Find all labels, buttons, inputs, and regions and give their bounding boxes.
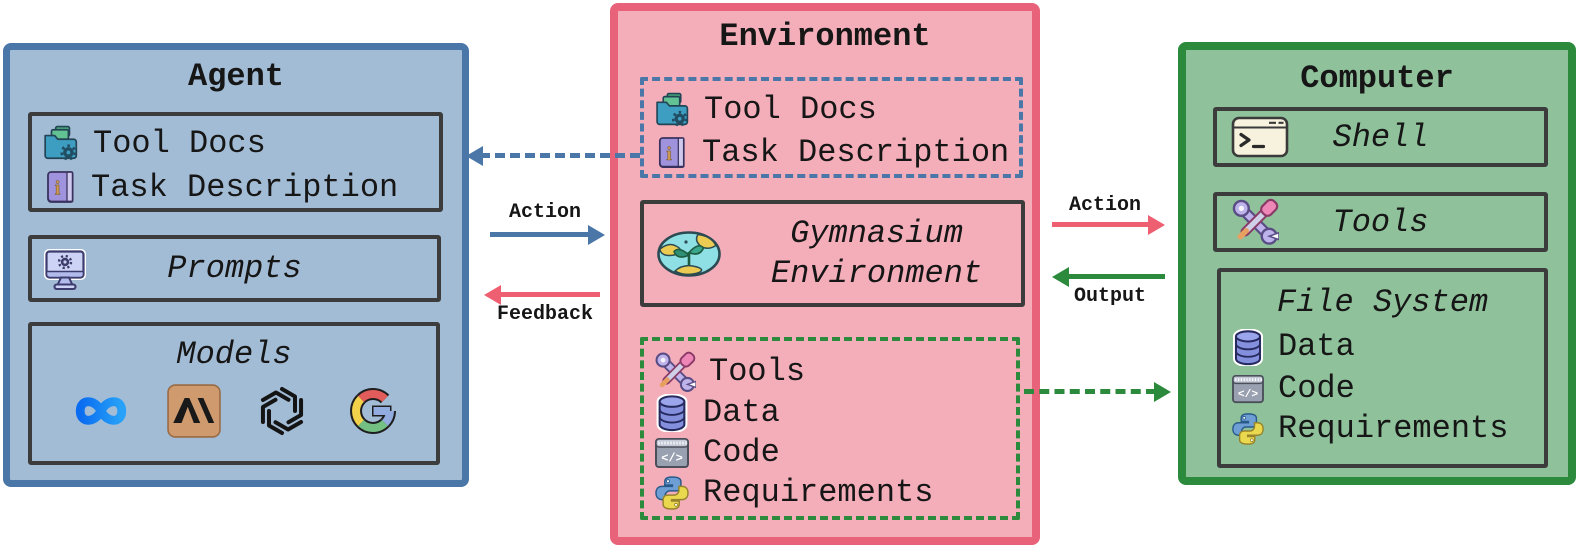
prompts-label: Prompts [167, 250, 302, 287]
models-label: Models [176, 336, 292, 373]
item-label: Code [703, 434, 780, 471]
action-arrowhead-env-computer [1148, 215, 1165, 235]
crossed-tools-icon [1231, 198, 1279, 246]
computer-tools-box: Tools [1213, 192, 1548, 252]
env-to-computer-dashed-arrow [1024, 389, 1156, 394]
code-window-icon [654, 437, 690, 469]
item-label: Requirements [703, 474, 934, 511]
action-arrow-agent-env [490, 232, 589, 237]
env-to-agent-dashed-arrow [480, 153, 640, 158]
list-item: Code [1221, 369, 1544, 409]
database-icon [654, 394, 690, 432]
list-item: Code [644, 433, 1016, 473]
agent-box: Agent Tool Docs Task Description Prompts… [3, 43, 469, 487]
code-window-icon [1231, 374, 1265, 404]
list-item: Data [1221, 325, 1544, 369]
computer-title: Computer [1300, 60, 1454, 97]
env-to-agent-dashed-arrowhead [466, 146, 483, 166]
gymnasium-label-line1: Gymnasium [790, 214, 963, 252]
action-label-agent-env: Action [508, 201, 581, 224]
item-label: Code [1278, 370, 1355, 407]
list-item: Requirements [1221, 409, 1544, 449]
feedback-arrow [500, 292, 600, 297]
item-label: Tools [709, 353, 806, 390]
monitor-gear-icon [42, 246, 88, 292]
model-logos-row [32, 383, 436, 439]
task-description-icon [42, 170, 78, 206]
globe-plant-icon [656, 230, 722, 278]
file-system-title: File System [1276, 284, 1489, 321]
item-label: Tool Docs [704, 91, 877, 128]
item-label: Data [703, 394, 780, 431]
task-description-icon [654, 136, 689, 171]
terminal-icon [1231, 116, 1289, 158]
output-label: Output [1073, 285, 1146, 308]
list-item: Tool Docs [644, 87, 1019, 133]
database-icon [1231, 329, 1265, 366]
agent-context-box: Tool Docs Task Description [28, 112, 443, 212]
models-box: Models [28, 322, 440, 465]
action-arrow-env-computer [1052, 222, 1149, 227]
env-to-computer-dashed-arrowhead [1154, 382, 1171, 402]
feedback-label: Feedback [496, 303, 593, 326]
agent-title: Agent [187, 58, 284, 95]
environment-context-box: Tool Docs Task Description [640, 77, 1023, 178]
item-label: Task Description [702, 134, 1010, 171]
list-item: Task Description [32, 167, 439, 209]
environment-box: Environment Tool Docs Task Description G… [610, 3, 1040, 545]
environment-title: Environment [719, 18, 931, 55]
output-arrow [1068, 274, 1165, 279]
item-label: Data [1278, 328, 1355, 365]
python-icon [1231, 412, 1265, 446]
google-logo [342, 383, 404, 439]
action-label-env-computer: Action [1068, 194, 1141, 217]
file-system-box: File System Data Code Requirements [1217, 268, 1548, 468]
list-item: Requirements [644, 473, 1016, 513]
computer-tools-label: Tools [1332, 203, 1429, 241]
feedback-arrowhead [484, 285, 501, 305]
item-label: Requirements [1278, 410, 1509, 447]
item-label: Tool Docs [93, 125, 266, 162]
gymnasium-label-line2: Environment [770, 254, 983, 292]
list-item: Data [644, 393, 1016, 433]
shell-label: Shell [1332, 118, 1429, 156]
list-item: Task Description [644, 133, 1019, 173]
python-icon [654, 475, 690, 511]
openai-logo [251, 383, 313, 439]
item-label: Task Description [91, 169, 399, 206]
crossed-tools-icon [654, 351, 696, 393]
prompts-box: Prompts [28, 235, 441, 302]
list-item: Tools [644, 351, 1016, 393]
action-arrowhead-agent-env [588, 225, 605, 245]
gymnasium-environment-box: Gymnasium Environment [640, 200, 1025, 307]
output-arrowhead [1052, 267, 1069, 287]
shell-box: Shell [1213, 107, 1548, 167]
list-item: Tool Docs [32, 121, 439, 167]
tool-docs-icon [654, 92, 691, 129]
anthropic-logo [166, 384, 222, 438]
meta-logo [65, 384, 137, 438]
tool-docs-icon [42, 125, 80, 163]
computer-box: Computer Shell Tools File System Data Co… [1178, 42, 1576, 485]
environment-resources-box: Tools Data Code Requirements [640, 337, 1020, 520]
